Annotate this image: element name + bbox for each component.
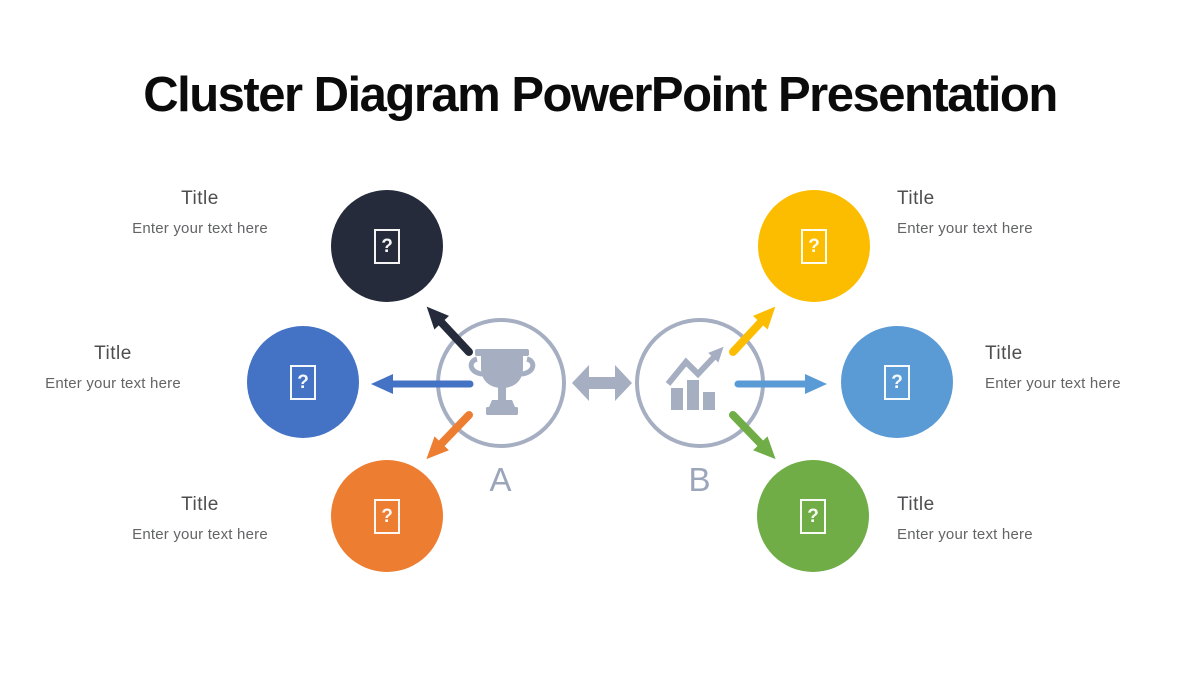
missing-image-placeholder-icon: ? <box>374 498 400 534</box>
missing-image-placeholder-icon: ? <box>290 364 316 400</box>
text-block-bottom-left: Title Enter your text here <box>90 494 310 543</box>
cluster-circle-middle-left[interactable]: ? <box>247 326 359 438</box>
item-title[interactable]: Title <box>181 188 219 209</box>
cluster-circle-top-right[interactable]: ? <box>758 190 870 302</box>
growth-chart-icon <box>665 346 724 410</box>
double-arrow-icon <box>572 365 632 401</box>
missing-image-placeholder-icon: ? <box>801 228 827 264</box>
item-subtitle[interactable]: Enter your text here <box>45 375 181 392</box>
missing-image-placeholder-icon: ? <box>884 364 910 400</box>
item-title[interactable]: Title <box>985 343 1023 364</box>
placeholder-glyph: ? <box>808 235 820 257</box>
item-title[interactable]: Title <box>181 494 219 515</box>
cluster-circle-bottom-left[interactable]: ? <box>331 460 443 572</box>
trophy-icon <box>468 349 536 415</box>
text-block-middle-left: Title Enter your text here <box>3 343 223 392</box>
connector-arrow-bottom-right <box>729 411 776 460</box>
placeholder-glyph: ? <box>297 371 309 393</box>
text-block-bottom-right: Title Enter your text here <box>897 494 1147 543</box>
item-subtitle[interactable]: Enter your text here <box>897 220 1033 237</box>
item-title[interactable]: Title <box>897 188 935 209</box>
item-subtitle[interactable]: Enter your text here <box>132 526 268 543</box>
cluster-circle-top-left[interactable]: ? <box>331 190 443 302</box>
slide-title: Cluster Diagram PowerPoint Presentation <box>143 68 1058 122</box>
item-subtitle[interactable]: Enter your text here <box>985 375 1121 392</box>
text-block-top-left: Title Enter your text here <box>90 188 310 237</box>
hub-label-a: A <box>489 461 513 498</box>
connector-arrow-bottom-left <box>426 411 473 460</box>
connector-arrow-top-right <box>729 306 776 356</box>
hub-label-b: B <box>688 461 712 498</box>
item-title[interactable]: Title <box>897 494 935 515</box>
cluster-circle-bottom-right[interactable]: ? <box>757 460 869 572</box>
cluster-circle-middle-right[interactable]: ? <box>841 326 953 438</box>
connector-arrow-top-left <box>426 306 473 356</box>
missing-image-placeholder-icon: ? <box>800 498 826 534</box>
placeholder-glyph: ? <box>891 371 903 393</box>
item-title[interactable]: Title <box>94 343 132 364</box>
placeholder-glyph: ? <box>807 505 819 527</box>
placeholder-glyph: ? <box>381 505 393 527</box>
placeholder-glyph: ? <box>381 235 393 257</box>
item-subtitle[interactable]: Enter your text here <box>897 526 1033 543</box>
text-block-top-right: Title Enter your text here <box>897 188 1147 237</box>
item-subtitle[interactable]: Enter your text here <box>132 220 268 237</box>
text-block-middle-right: Title Enter your text here <box>985 343 1200 392</box>
missing-image-placeholder-icon: ? <box>374 228 400 264</box>
